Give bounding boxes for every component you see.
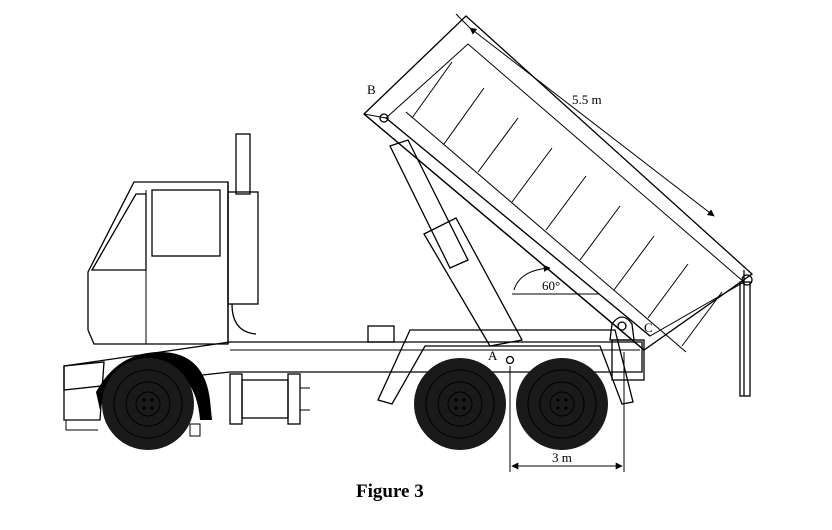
- pivot-c-bracket: [609, 316, 635, 341]
- hydraulic-cylinder: [389, 139, 523, 347]
- label-bed-length: 5.5 m: [572, 92, 602, 107]
- pivot-c: [617, 321, 627, 331]
- battery-box: [367, 325, 395, 343]
- cab-body: [87, 181, 229, 345]
- front-wheel: [102, 358, 194, 450]
- point-a-marker: [505, 355, 515, 365]
- label-axle-distance: 3 m: [552, 450, 572, 465]
- bed-inner: [385, 43, 745, 337]
- rear-suspension: [377, 329, 634, 405]
- label-point-a: A: [488, 348, 498, 363]
- rear-wheel-front: [414, 358, 506, 450]
- figure-caption: Figure 3: [356, 481, 424, 502]
- label-point-b: B: [367, 82, 376, 97]
- bed-length-dimension: [455, 13, 715, 217]
- front-bumper: [63, 361, 105, 421]
- label-point-c: C: [644, 320, 653, 335]
- dump-bed: [363, 15, 754, 397]
- pivot-b: [379, 113, 389, 123]
- cab-rear-window: [151, 189, 221, 257]
- bed-ribs: [411, 61, 723, 347]
- exhaust-stack: [227, 133, 259, 335]
- cab-side-window: [90, 193, 147, 271]
- rear-wheel-back: [516, 358, 608, 450]
- drive-shaft: [229, 373, 310, 425]
- bed-outline: [363, 15, 754, 351]
- tailgate: [739, 281, 751, 397]
- axle-distance-dimension: [509, 352, 625, 472]
- angle-marker: [512, 264, 600, 295]
- label-tilt-angle: 60°: [542, 278, 560, 293]
